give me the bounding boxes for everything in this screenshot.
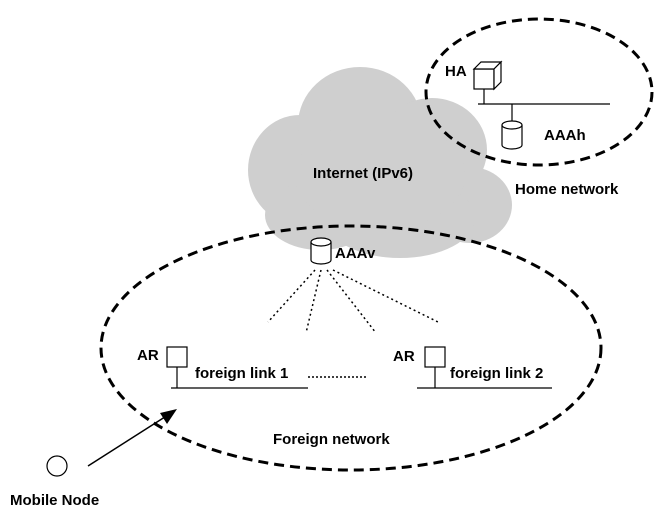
aaav-server-icon: [310, 237, 332, 265]
home-network-label: Home network: [515, 181, 619, 198]
aaav-wireless-links: [267, 269, 439, 334]
ar-2-label: AR: [393, 348, 415, 365]
foreign-network-label: Foreign network: [273, 431, 390, 448]
aaah-label: AAAh: [544, 127, 586, 144]
foreign-link-1-label: foreign link 1: [195, 365, 288, 382]
ar-2-router-icon: [424, 346, 446, 368]
home-network-boundary: [424, 17, 654, 167]
ha-label: HA: [445, 63, 467, 80]
internet-cloud: [248, 67, 512, 258]
foreign-network-boundary: [99, 224, 603, 472]
ar-1-label: AR: [137, 347, 159, 364]
internet-label: Internet (IPv6): [313, 165, 413, 182]
ar-1-router-icon: [166, 346, 188, 368]
ha-router-icon: [472, 60, 503, 91]
movement-arrow: [87, 409, 177, 467]
foreign-link-2-label: foreign link 2: [450, 365, 543, 382]
aaah-server-icon: [501, 120, 523, 150]
aaav-label: AAAv: [335, 245, 376, 262]
mobile-node-label: Mobile Node: [10, 492, 99, 509]
mobile-node-icon: [46, 455, 68, 477]
